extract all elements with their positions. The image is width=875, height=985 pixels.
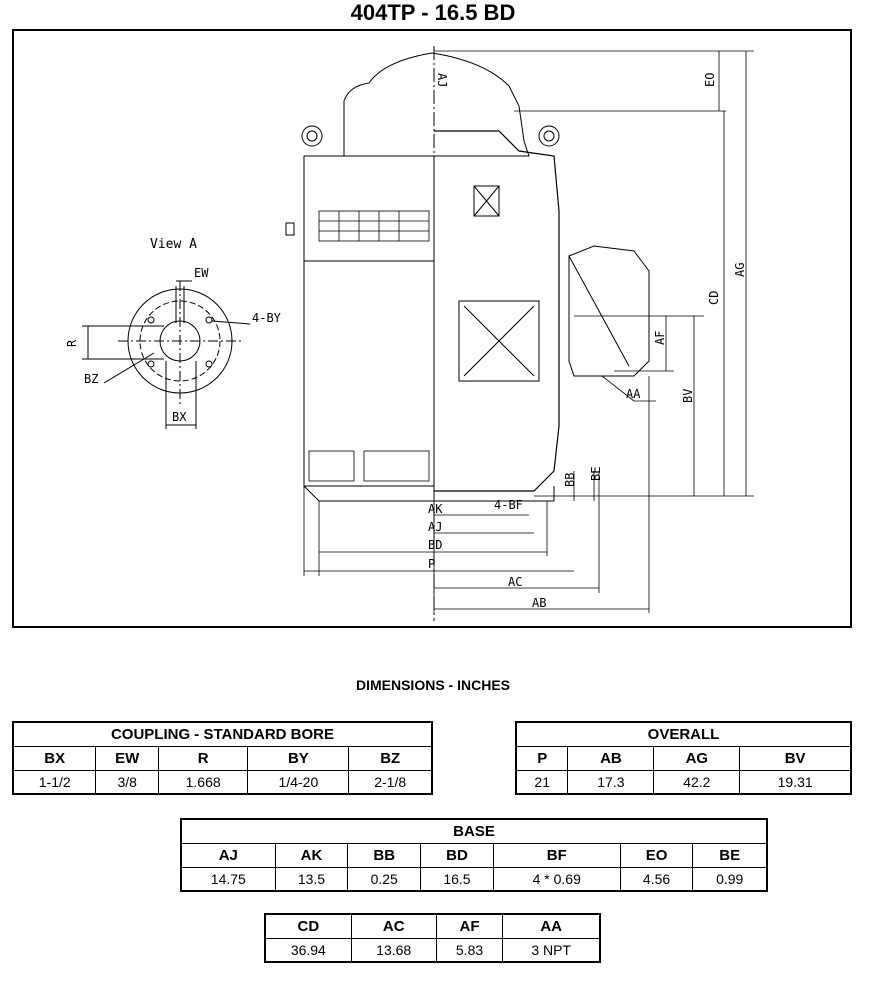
bd-label: BD xyxy=(428,538,442,552)
bb-label: BB xyxy=(563,473,577,487)
coupling-header-bx: BX xyxy=(12,745,97,771)
base-value-bb: 0.25 xyxy=(347,866,422,892)
coupling-value-bz: 2-1/8 xyxy=(348,769,433,795)
misc-header-aa: AA xyxy=(502,913,601,939)
af-label: AF xyxy=(653,331,667,345)
dimension-labels: AJ EO CD AG AF BV AA BB BE AK 4-BF AJ BD… xyxy=(428,73,747,610)
base-value-be: 0.99 xyxy=(692,866,768,892)
aj-label: AJ xyxy=(428,520,442,534)
base-value-bd: 16.5 xyxy=(420,866,494,892)
misc-value-ac: 13.68 xyxy=(350,937,437,963)
overall-header-p: P xyxy=(515,745,569,771)
ag-label: AG xyxy=(733,263,747,277)
motor-dimension-drawing: View A EW 4-BY R BZ BX xyxy=(12,29,852,628)
overall-value-p: 21 xyxy=(515,769,569,795)
coupling-value-r: 1.668 xyxy=(157,769,249,795)
coupling-table: COUPLING - STANDARD BORE BX EW R BY BZ 1… xyxy=(12,721,433,795)
p-label: P xyxy=(428,557,435,571)
view-a-label: View A xyxy=(150,237,197,252)
motor-body xyxy=(285,46,650,621)
by-label: 4-BY xyxy=(252,311,282,325)
cd-label: CD xyxy=(707,291,721,305)
coupling-header-by: BY xyxy=(247,745,350,771)
bx-label: BX xyxy=(172,410,187,424)
drawing-svg: View A EW 4-BY R BZ BX xyxy=(65,46,754,621)
overall-header-bv: BV xyxy=(739,745,852,771)
coupling-header-bz: BZ xyxy=(348,745,433,771)
base-title: BASE xyxy=(180,818,768,844)
base-header-bd: BD xyxy=(420,842,494,868)
coupling-title: COUPLING - STANDARD BORE xyxy=(12,721,433,747)
ab-label: AB xyxy=(532,596,546,610)
dimension-lines xyxy=(303,50,754,613)
bf-label: 4-BF xyxy=(494,498,523,512)
ac-label: AC xyxy=(508,575,522,589)
misc-header-cd: CD xyxy=(264,913,352,939)
base-value-ak: 13.5 xyxy=(274,866,349,892)
coupling-value-ew: 3/8 xyxy=(95,769,159,795)
view-a: View A EW 4-BY R BZ BX xyxy=(65,237,282,429)
aa-label: AA xyxy=(626,387,641,401)
misc-table: CD AC AF AA 36.94 13.68 5.83 3 NPT xyxy=(264,913,601,963)
overall-value-ag: 42.2 xyxy=(653,769,741,795)
overall-header-ag: AG xyxy=(653,745,741,771)
base-header-be: BE xyxy=(692,842,768,868)
coupling-bolt-circle xyxy=(139,300,221,382)
misc-value-aa: 3 NPT xyxy=(502,937,601,963)
aj-top-label: AJ xyxy=(435,73,449,87)
base-header-ak: AK xyxy=(274,842,349,868)
coupling-header-r: R xyxy=(157,745,249,771)
be-label: BE xyxy=(589,467,603,481)
misc-header-ac: AC xyxy=(350,913,437,939)
page-title: 404TP - 16.5 BD xyxy=(350,0,516,25)
misc-header-af: AF xyxy=(435,913,504,939)
overall-table: OVERALL P AB AG BV 21 17.3 42.2 19.31 xyxy=(515,721,852,795)
eo-label: EO xyxy=(703,73,717,87)
r-label: R xyxy=(65,339,79,347)
overall-title: OVERALL xyxy=(515,721,852,747)
overall-value-bv: 19.31 xyxy=(739,769,852,795)
coupling-value-bx: 1-1/2 xyxy=(12,769,97,795)
base-table: BASE AJ AK BB BD BF EO BE 14.75 13.5 0.2… xyxy=(180,818,768,892)
base-value-eo: 4.56 xyxy=(619,866,694,892)
base-value-bf: 4 * 0.69 xyxy=(492,866,621,892)
bz-label: BZ xyxy=(84,372,98,386)
misc-value-cd: 36.94 xyxy=(264,937,352,963)
bv-label: BV xyxy=(681,389,695,403)
ew-label: EW xyxy=(194,266,209,280)
base-header-bf: BF xyxy=(492,842,621,868)
misc-value-af: 5.83 xyxy=(435,937,504,963)
base-header-bb: BB xyxy=(347,842,422,868)
overall-value-ab: 17.3 xyxy=(567,769,655,795)
coupling-value-by: 1/4-20 xyxy=(247,769,350,795)
base-header-aj: AJ xyxy=(180,842,276,868)
overall-header-ab: AB xyxy=(567,745,655,771)
ak-label: AK xyxy=(428,502,443,516)
base-header-eo: EO xyxy=(619,842,694,868)
dimensions-heading: DIMENSIONS - INCHES xyxy=(355,677,510,693)
base-value-aj: 14.75 xyxy=(180,866,276,892)
coupling-header-ew: EW xyxy=(95,745,159,771)
